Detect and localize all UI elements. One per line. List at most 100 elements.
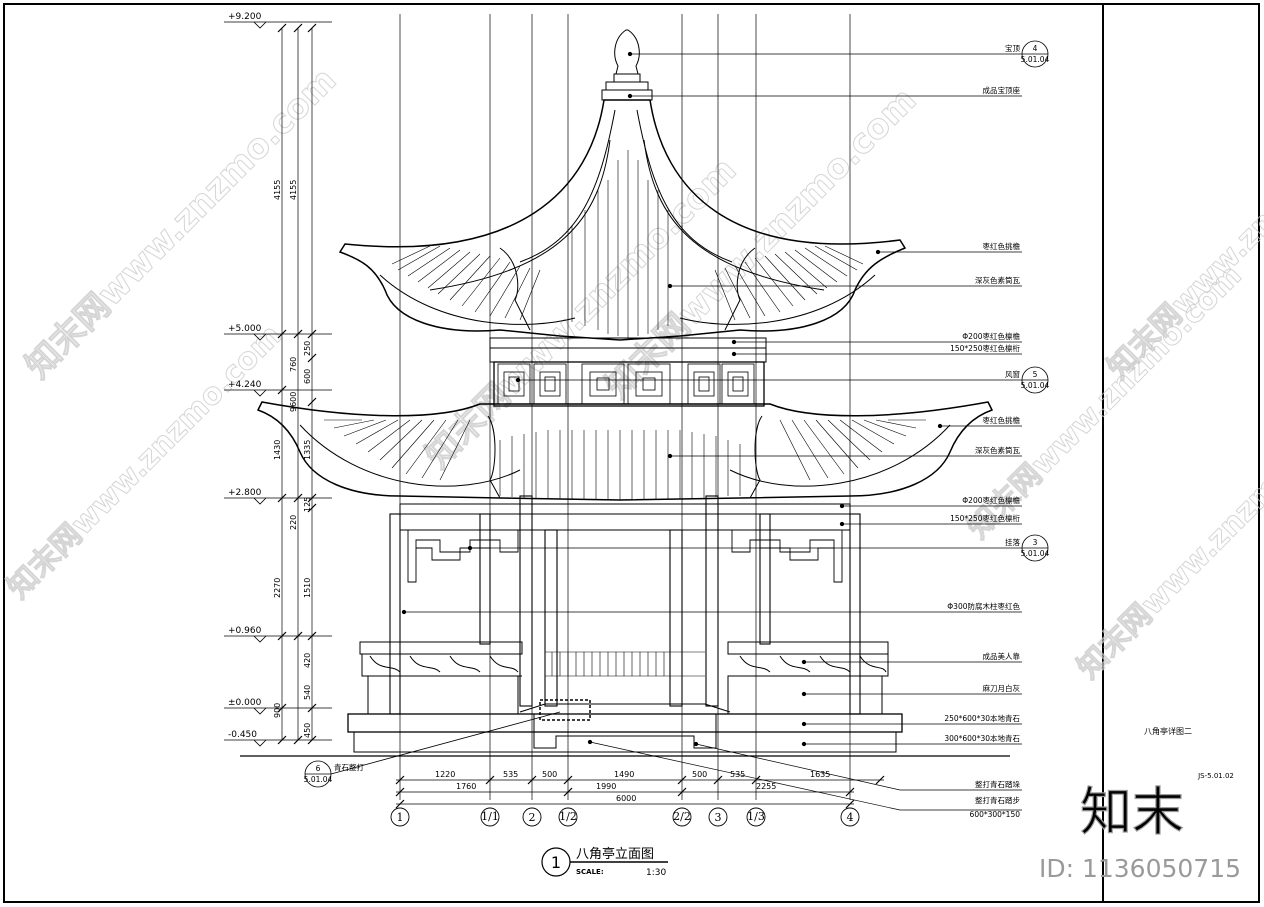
level-label: -0.450	[228, 730, 257, 740]
sheet-title: 八角亭详图二	[1144, 726, 1192, 736]
note-upper-beam: 150*250枣红色檩桁	[950, 343, 1020, 353]
grid-label: 4	[847, 811, 854, 824]
scale-value: 1:30	[646, 868, 666, 878]
dim-value: 450	[303, 723, 312, 738]
dim-value: 1220	[435, 770, 455, 779]
sheet-code: JS-5.01.02	[1197, 772, 1234, 780]
dim-value: 2255	[756, 782, 776, 791]
detail-ref-number: 5	[1033, 370, 1038, 379]
level-label: +4.240	[228, 380, 262, 390]
dim-value: 1490	[614, 770, 634, 779]
dim-value: 420	[303, 653, 312, 668]
level-label: ±0.000	[228, 698, 262, 708]
level-label: +0.960	[228, 626, 262, 636]
dim-value: 600	[303, 369, 312, 384]
drawing-title-text: 八角亭立面图	[576, 846, 654, 862]
plinth	[347, 713, 903, 733]
level-markers: +9.200 +5.000 +4.240 +2.800 +0.960 ±0.00…	[224, 12, 332, 747]
horizontal-dimension-texts: 1220 535 500 1490 500 535 1635 1760 1990…	[435, 770, 830, 803]
dim-value: 4155	[273, 180, 282, 200]
dim-value: 2270	[273, 578, 282, 598]
lattice-windows	[497, 363, 755, 405]
dim-value: 1760	[456, 782, 476, 791]
level-label: +9.200	[228, 12, 262, 22]
note-step: 整打青石踏步	[975, 795, 1020, 805]
sheet-border	[3, 3, 1260, 903]
note-stone-1: 250*600*30本地青石	[944, 713, 1020, 723]
note-step-border: 整打青石踏垛	[975, 779, 1020, 789]
note-upper-eave: 枣红色挑檐	[983, 241, 1021, 251]
scale-label: SCALE:	[576, 868, 604, 876]
note-lower-purlin: Φ200枣红色檩檐	[962, 495, 1020, 505]
dim-value: 535	[503, 770, 518, 779]
note-stone-block: 青石整打	[334, 762, 364, 772]
note-lower-beam: 150*250枣红色檩桁	[950, 513, 1020, 523]
finial-icon	[614, 29, 640, 75]
dim-value: 500	[692, 770, 707, 779]
dim-value: 125	[303, 497, 312, 512]
level-label: +2.800	[228, 488, 262, 498]
note-upper-tiles: 深灰色素筒瓦	[975, 275, 1020, 285]
brand-watermark: 知末 ID: 1136050715	[1039, 782, 1241, 883]
grid-label: 3	[715, 811, 722, 824]
note-lower-eave: 枣红色挑檐	[983, 415, 1021, 425]
grid-label: 1/2	[559, 810, 577, 823]
vertical-dimension-lines	[277, 23, 317, 745]
dim-value: 500	[542, 770, 557, 779]
dim-value: 540	[303, 685, 312, 700]
detail-reference-bubbles: 4 5.01.04 5 5.01.04 3 5.01.04 6 5.01.04 …	[304, 40, 1050, 788]
detail-ref-sheet: 5.01.04	[1021, 381, 1050, 390]
brand-id: ID: 1136050715	[1039, 854, 1241, 883]
dim-value: 1335	[303, 440, 312, 460]
grid-axis-bubbles: 1 1/1 2 1/2 2/2 3 1/3 4	[390, 807, 860, 827]
dim-value: 6000	[616, 794, 636, 803]
note-finial: 宝顶	[1005, 43, 1020, 53]
dim-value: 220	[289, 515, 298, 530]
upper-roof	[338, 99, 907, 341]
dim-value: 1430	[273, 440, 282, 460]
detail-ref-number: 3	[1033, 538, 1038, 547]
dim-value: 1990	[596, 782, 616, 791]
annotation-leaders	[401, 51, 1022, 811]
grid-label: 1/1	[481, 810, 499, 823]
detail-ref-number: 6	[316, 764, 321, 773]
dim-value: 760	[289, 357, 298, 372]
note-fret: 挂落	[1005, 537, 1020, 547]
watermark-layer: 知末网www.znzmo.com 知末网www.znzmo.com 知末网www…	[0, 60, 1264, 687]
note-bench: 成品美人靠	[983, 651, 1021, 661]
detail-ref-number: 4	[1033, 44, 1038, 53]
note-plaster: 麻刀月白灰	[983, 683, 1021, 693]
detail-ref-sheet: 5.01.04	[1021, 55, 1050, 64]
horizontal-dimension-lines	[395, 775, 885, 809]
title-block: 八角亭详图二 JS-5.01.02	[1144, 726, 1234, 780]
dim-value: 1510	[303, 578, 312, 598]
drawing-title: 1 八角亭立面图 SCALE: 1:30	[541, 846, 668, 878]
hanging-fret	[407, 530, 843, 583]
note-finial-base: 成品宝顶座	[983, 85, 1021, 95]
level-label: +5.000	[228, 324, 262, 334]
note-step-size: 600*300*150	[970, 810, 1021, 819]
vertical-dimension-texts: 4155 1430 2270 900 4155 760 9600 220 420…	[273, 180, 312, 738]
brand-logo: 知末	[1080, 783, 1184, 843]
grid-label: 1/3	[747, 810, 765, 823]
pavilion-elevation	[240, 29, 1010, 757]
note-stone-2: 300*600*30本地青石	[944, 733, 1020, 743]
dim-value: 4155	[289, 180, 298, 200]
grid-label: 2/2	[673, 810, 691, 823]
annotation-texts: 宝顶 成品宝顶座 枣红色挑檐 深灰色素筒瓦 Φ200枣红色檩檐 150*250枣…	[944, 43, 1020, 819]
detail-ref-sheet: 5.01.04	[1021, 549, 1050, 558]
note-window: 风窗	[1005, 369, 1020, 379]
bench-railing	[359, 641, 889, 677]
dim-value: 9600	[289, 392, 298, 412]
note-column: Φ300防腐木柱枣红色	[947, 601, 1020, 611]
note-lower-tiles: 深灰色素筒瓦	[975, 445, 1020, 455]
grid-label: 2	[529, 811, 536, 824]
columns	[389, 495, 861, 715]
note-upper-purlin: Φ200枣红色檩檐	[962, 331, 1020, 341]
lower-roof	[256, 401, 994, 501]
watermark: 知末网www.znzmo.com	[1071, 398, 1264, 686]
detail-ref-sheet: 5.01.04	[304, 775, 333, 784]
dim-value: 250	[303, 341, 312, 356]
